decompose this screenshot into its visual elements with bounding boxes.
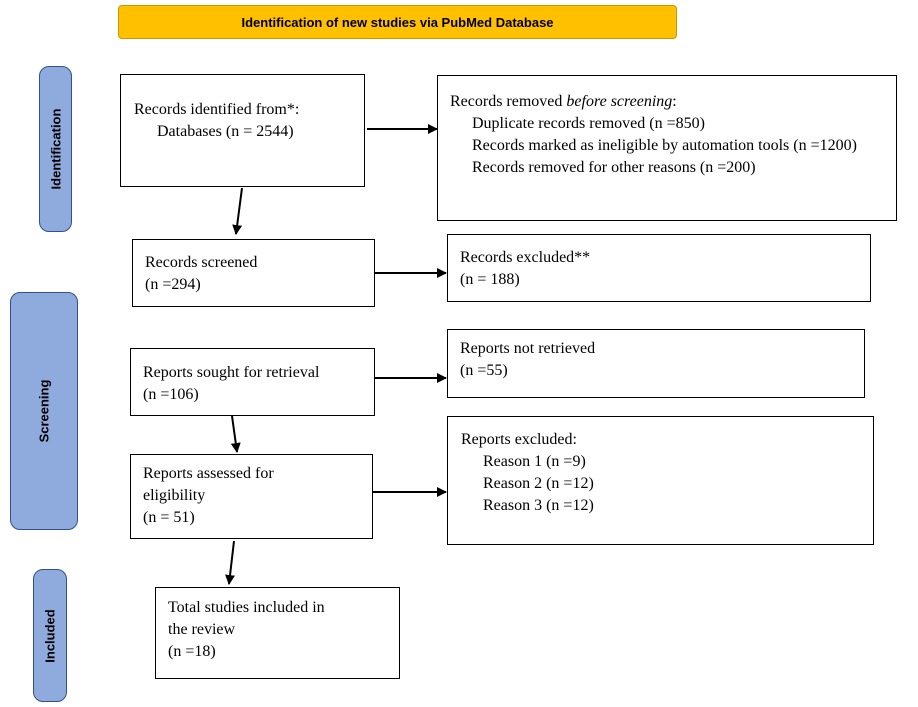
reports-not-retrieved-count: (n =55)	[460, 362, 508, 379]
phase-identification-label: Identification	[39, 66, 72, 232]
arrow-identified-to-screened	[232, 187, 243, 235]
reports-assessed-label-2: eligibility	[143, 487, 206, 504]
records-removed-box: Records removed before screening: Duplic…	[437, 75, 897, 221]
records-removed-heading: Records removed before screening:	[450, 91, 888, 113]
records-identified-label: Records identified from*:	[134, 101, 300, 118]
reports-sought-label: Reports sought for retrieval	[143, 364, 320, 381]
records-removed-heading-italic: before screening	[566, 93, 673, 110]
arrow-assessed-to-included	[225, 540, 236, 585]
records-identified-count: Databases (n = 2544)	[157, 123, 294, 140]
records-removed-heading-suffix: :	[672, 93, 677, 110]
ineligible-records-item: Records marked as ineligible by automati…	[472, 137, 857, 154]
studies-included-box: Total studies included in the review (n …	[155, 587, 400, 679]
records-screened-count: (n =294)	[145, 276, 201, 293]
records-excluded-count: (n = 188)	[460, 271, 520, 288]
studies-included-label-2: the review	[168, 621, 236, 638]
records-identified-box: Records identified from*: Databases (n =…	[120, 74, 365, 187]
studies-included-count: (n =18)	[168, 643, 216, 660]
reason-2-item: Reason 2 (n =12)	[483, 475, 594, 492]
duplicate-records-item: Duplicate records removed (n =850)	[472, 115, 705, 132]
reason-1-item: Reason 1 (n =9)	[483, 453, 586, 470]
records-screened-box: Records screened (n =294)	[132, 239, 375, 307]
diagram-title: Identification of new studies via PubMed…	[118, 5, 677, 39]
records-screened-label: Records screened	[145, 254, 258, 271]
other-reasons-item: Records removed for other reasons (n =20…	[472, 159, 756, 176]
studies-included-label-1: Total studies included in	[168, 599, 325, 616]
records-removed-heading-prefix: Records removed	[450, 93, 567, 110]
records-excluded-label: Records excluded**	[460, 249, 591, 266]
arrow-sought-to-assessed	[230, 415, 241, 453]
reports-assessed-count: (n = 51)	[143, 509, 195, 526]
reports-not-retrieved-label: Reports not retrieved	[460, 340, 596, 357]
reports-assessed-box: Reports assessed for eligibility (n = 51…	[130, 454, 373, 539]
reports-assessed-label-1: Reports assessed for	[143, 465, 274, 482]
reason-3-item: Reason 3 (n =12)	[483, 497, 594, 514]
records-excluded-box: Records excluded** (n = 188)	[447, 234, 871, 302]
phase-screening-label: Screening	[10, 292, 78, 530]
reports-sought-box: Reports sought for retrieval (n =106)	[130, 348, 375, 416]
phase-included-label: Included	[33, 569, 67, 702]
reports-excluded-box: Reports excluded: Reason 1 (n =9) Reason…	[447, 416, 874, 545]
reports-not-retrieved-box: Reports not retrieved (n =55)	[447, 329, 865, 398]
reports-excluded-heading: Reports excluded:	[461, 431, 577, 448]
reports-sought-count: (n =106)	[143, 386, 199, 403]
